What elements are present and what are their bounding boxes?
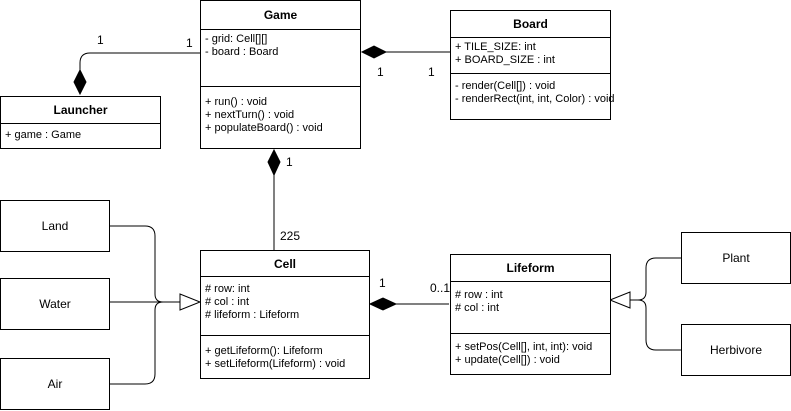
class-launcher-title: Launcher xyxy=(1,97,160,124)
class-board[interactable]: Board + TILE_SIZE: int + BOARD_SIZE : in… xyxy=(450,10,615,120)
launcher-diamond xyxy=(73,68,87,96)
land-gen-link xyxy=(110,225,180,303)
game-board-diamond xyxy=(360,45,388,59)
class-game[interactable]: Game - grid: Cell[][] - board : Board + … xyxy=(200,0,361,149)
method: + run() : void xyxy=(205,96,268,108)
class-cell-methods: + getLifeform(): Lifeform + setLifeform(… xyxy=(201,336,369,374)
attribute: - grid: Cell[][] xyxy=(205,33,268,45)
attribute: # lifeform : Lifeform xyxy=(205,309,300,321)
multiplicity-lifeform: 0..1 xyxy=(430,281,451,295)
attribute: # row: int xyxy=(205,283,250,295)
class-launcher[interactable]: Launcher + game : Game xyxy=(0,96,161,149)
cell-lifeform-diamond xyxy=(368,297,398,311)
method: + setPos(Cell[], int, int): void xyxy=(455,341,593,353)
launcher-game-link xyxy=(79,52,200,70)
box-herbivore[interactable]: Herbivore xyxy=(681,324,791,376)
attribute: # col : int xyxy=(205,296,250,308)
method: - render(Cell[]) : void xyxy=(455,80,556,92)
attribute: + BOARD_SIZE : int xyxy=(455,54,555,66)
air-gen-link xyxy=(110,301,164,385)
box-land[interactable]: Land xyxy=(0,200,110,252)
method: + update(Cell[]) : void xyxy=(455,354,560,366)
multiplicity-game-launcher: 1 xyxy=(186,36,193,50)
multiplicity-game-cell: 1 xyxy=(286,155,293,169)
lifeform-generalization-triangle xyxy=(608,291,631,309)
class-lifeform[interactable]: Lifeform # row : int # col : int + setPo… xyxy=(450,254,611,375)
class-board-attributes: + TILE_SIZE: int + BOARD_SIZE : int xyxy=(451,38,610,74)
multiplicity-launcher: 1 xyxy=(97,33,104,47)
box-air[interactable]: Air xyxy=(0,358,110,410)
method: + getLifeform(): Lifeform xyxy=(205,345,323,357)
attribute: - board : Board xyxy=(205,46,279,58)
class-lifeform-methods: + setPos(Cell[], int, int): void + updat… xyxy=(451,334,610,370)
class-cell[interactable]: Cell # row: int # col : int # lifeform :… xyxy=(200,250,370,379)
multiplicity-board: 1 xyxy=(428,65,435,79)
cell-generalization-triangle xyxy=(179,293,202,311)
class-cell-title: Cell xyxy=(201,251,369,277)
multiplicity-game-board: 1 xyxy=(377,65,384,79)
box-plant[interactable]: Plant xyxy=(681,232,791,284)
herbivore-gen-link xyxy=(637,299,681,351)
class-launcher-attributes: + game : Game xyxy=(1,124,160,145)
multiplicity-cell-lifeform: 1 xyxy=(379,276,386,290)
class-board-title: Board xyxy=(451,11,610,38)
class-lifeform-attributes: # row : int # col : int xyxy=(451,282,610,334)
attribute: # col : int xyxy=(455,302,500,314)
method: - renderRect(int, int, Color) : void xyxy=(455,93,615,105)
class-cell-attributes: # row: int # col : int # lifeform : Life… xyxy=(201,277,369,336)
plant-gen-link xyxy=(630,257,681,301)
class-lifeform-title: Lifeform xyxy=(451,255,610,282)
class-board-methods: - render(Cell[]) : void - renderRect(int… xyxy=(451,74,615,109)
method: + setLifeform(Lifeform) : void xyxy=(205,358,346,370)
multiplicity-cell: 225 xyxy=(280,229,301,243)
method: + populateBoard() : void xyxy=(205,122,323,134)
class-game-methods: + run() : void + nextTurn() : void + pop… xyxy=(201,87,360,138)
game-cell-diamond xyxy=(267,148,281,177)
attribute: + game : Game xyxy=(5,129,82,141)
class-game-title: Game xyxy=(201,1,360,30)
attribute: # row : int xyxy=(455,289,503,301)
attribute: + TILE_SIZE: int xyxy=(455,41,536,53)
box-water[interactable]: Water xyxy=(0,278,110,330)
class-game-attributes: - grid: Cell[][] - board : Board xyxy=(201,30,360,87)
method: + nextTurn() : void xyxy=(205,109,295,121)
